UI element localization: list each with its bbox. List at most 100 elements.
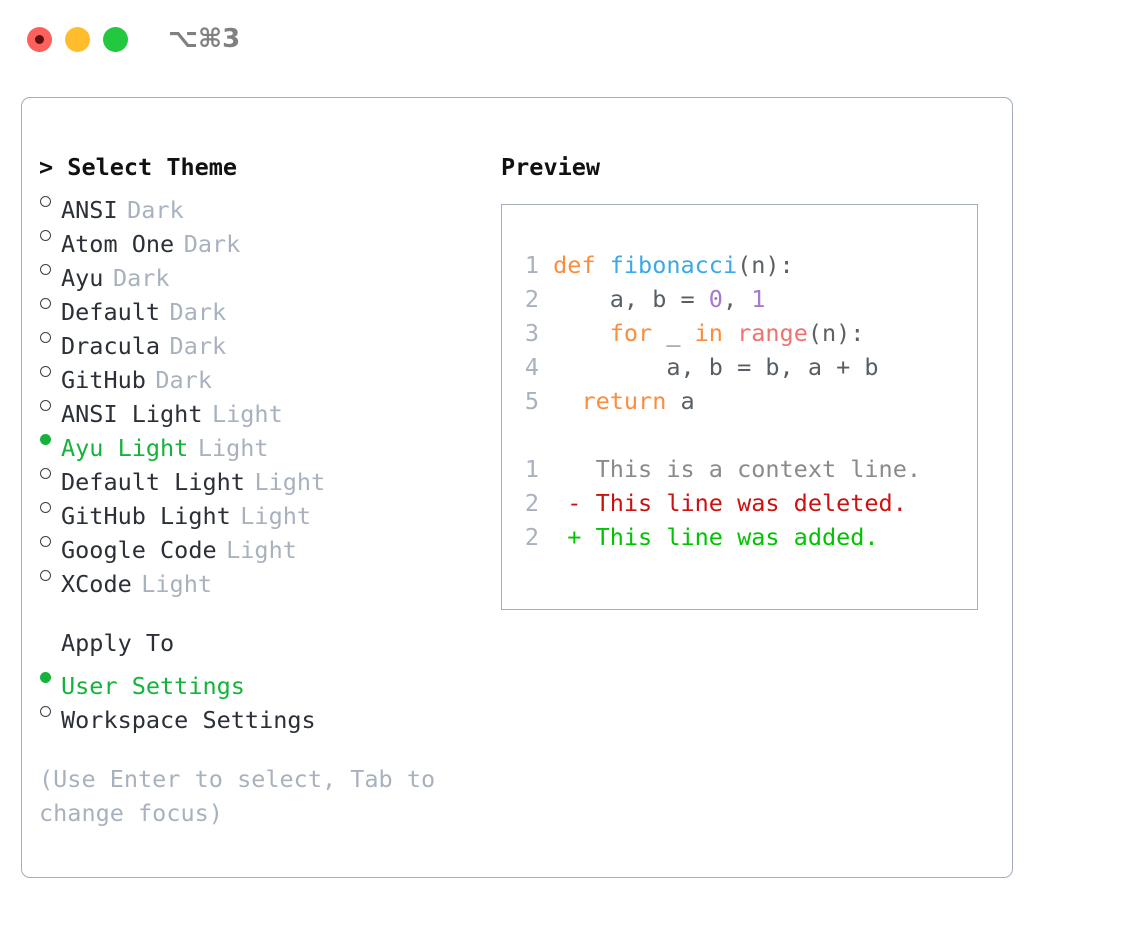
radio-unselected-icon[interactable] bbox=[39, 286, 61, 320]
radio-unselected-icon[interactable] bbox=[39, 218, 61, 252]
radio-unselected-icon[interactable] bbox=[39, 694, 61, 728]
diff-line-number: 2 bbox=[524, 523, 539, 551]
option-label: Default bbox=[61, 298, 161, 326]
option-variant-tag: Dark bbox=[155, 366, 212, 394]
keyboard-hint: (Use Enter to select, Tab to change focu… bbox=[39, 765, 436, 827]
line-number: 1 bbox=[524, 251, 539, 279]
theme-option-atom-one[interactable]: Atom One Dark bbox=[39, 218, 489, 258]
option-label: Ayu bbox=[61, 264, 104, 292]
option-label: Workspace Settings bbox=[61, 706, 316, 734]
title-bar: ⌥⌘3 bbox=[0, 0, 1140, 78]
code-token bbox=[596, 251, 610, 279]
code-line: 4 a, b = b, a + b bbox=[516, 350, 921, 384]
radio-unselected-icon[interactable] bbox=[39, 490, 61, 524]
option-label: Atom One bbox=[61, 230, 175, 258]
option-label: Default Light bbox=[61, 468, 245, 496]
option-label: Google Code bbox=[61, 536, 217, 564]
theme-option-ayu-light[interactable]: Ayu Light Light bbox=[39, 422, 489, 462]
code-line: 1 def fibonacci(n): bbox=[516, 248, 921, 282]
code-token: in bbox=[694, 319, 723, 347]
theme-option-default[interactable]: Default Dark bbox=[39, 286, 489, 326]
theme-option-ansi-light[interactable]: ANSI Light Light bbox=[39, 388, 489, 428]
line-number: 5 bbox=[524, 387, 539, 415]
diff-line-text: This is a context line. bbox=[539, 455, 922, 483]
radio-unselected-icon[interactable] bbox=[39, 184, 61, 218]
code-token: , bbox=[722, 285, 752, 313]
option-label: GitHub Light bbox=[61, 502, 231, 530]
theme-option-default-light[interactable]: Default Light Light bbox=[39, 456, 489, 496]
radio-unselected-icon[interactable] bbox=[39, 388, 61, 422]
diff-line-text: + This line was added. bbox=[539, 523, 879, 551]
option-variant-tag: Dark bbox=[183, 230, 241, 258]
radio-unselected-icon[interactable] bbox=[39, 320, 61, 354]
option-label: Dracula bbox=[61, 332, 161, 360]
radio-unselected-icon[interactable] bbox=[39, 354, 61, 388]
select-theme-heading: > Select Theme bbox=[39, 153, 238, 181]
apply-to-option-workspace-settings[interactable]: Workspace Settings bbox=[39, 694, 489, 734]
apply-to-option-user-settings[interactable]: User Settings bbox=[39, 660, 489, 700]
option-label: ANSI bbox=[61, 196, 118, 224]
radio-selected-icon[interactable] bbox=[39, 660, 61, 694]
option-label: XCode bbox=[61, 570, 132, 598]
radio-unselected-icon[interactable] bbox=[39, 456, 61, 490]
option-variant-tag: Light bbox=[240, 502, 312, 530]
theme-option-dracula[interactable]: Dracula Dark bbox=[39, 320, 489, 360]
preview-column: Preview 1 def fibonacci(n):2 a, b = 0, 1… bbox=[501, 150, 991, 610]
option-label: Ayu Light bbox=[61, 434, 189, 462]
option-variant-tag: Light bbox=[226, 536, 297, 564]
theme-option-github-light[interactable]: GitHub Light Light bbox=[39, 490, 489, 530]
code-line: 3 for _ in range(n): bbox=[516, 316, 921, 350]
option-variant-tag: Light bbox=[254, 468, 326, 496]
code-token: range bbox=[737, 319, 808, 347]
code-token bbox=[553, 387, 581, 415]
code-diff-separator bbox=[516, 418, 921, 452]
code-token: fibonacci bbox=[609, 251, 738, 279]
code-token: 0 bbox=[708, 285, 723, 313]
option-variant-tag: Dark bbox=[169, 332, 227, 360]
code-token: return bbox=[581, 387, 667, 415]
preview-heading: Preview bbox=[501, 153, 601, 181]
option-variant-tag: Dark bbox=[127, 196, 184, 224]
option-variant-tag: Dark bbox=[112, 264, 170, 292]
theme-option-ansi[interactable]: ANSI Dark bbox=[39, 184, 489, 224]
diff-line-text: - This line was deleted. bbox=[539, 489, 907, 517]
line-number: 4 bbox=[524, 353, 539, 381]
code-token bbox=[723, 319, 737, 347]
minimize-button[interactable] bbox=[65, 27, 90, 52]
code-token bbox=[553, 319, 610, 347]
apply-to-heading: Apply To bbox=[61, 629, 175, 657]
theme-option-google-code[interactable]: Google Code Light bbox=[39, 524, 489, 564]
option-label: User Settings bbox=[61, 672, 245, 700]
code-line: 2 a, b = 0, 1 bbox=[516, 282, 921, 316]
option-label: ANSI Light bbox=[61, 400, 203, 428]
option-variant-tag: Light bbox=[211, 400, 283, 428]
diff-line: 1 This is a context line. bbox=[516, 452, 921, 486]
maximize-button[interactable] bbox=[103, 27, 128, 52]
code-token: (n): bbox=[737, 251, 794, 279]
option-variant-tag: Light bbox=[141, 570, 212, 598]
radio-unselected-icon[interactable] bbox=[39, 252, 61, 286]
code-token: def bbox=[553, 251, 596, 279]
code-token: a, b = b, a + b bbox=[553, 353, 879, 381]
code-token: (n): bbox=[807, 319, 865, 347]
option-variant-tag: Dark bbox=[169, 298, 227, 326]
code-token: a bbox=[666, 387, 695, 415]
radio-unselected-icon[interactable] bbox=[39, 524, 61, 558]
radio-unselected-icon[interactable] bbox=[39, 558, 61, 592]
radio-selected-icon[interactable] bbox=[39, 422, 61, 456]
diff-line: 2 + This line was added. bbox=[516, 520, 921, 554]
close-button[interactable] bbox=[27, 27, 52, 52]
theme-option-ayu[interactable]: Ayu Dark bbox=[39, 252, 489, 292]
code-token: _ bbox=[652, 319, 695, 347]
diff-line-number: 1 bbox=[524, 455, 539, 483]
diff-line-number: 2 bbox=[524, 489, 539, 517]
theme-option-xcode[interactable]: XCode Light bbox=[39, 558, 489, 598]
diff-line: 2 - This line was deleted. bbox=[516, 486, 921, 520]
option-variant-tag: Light bbox=[197, 434, 269, 462]
